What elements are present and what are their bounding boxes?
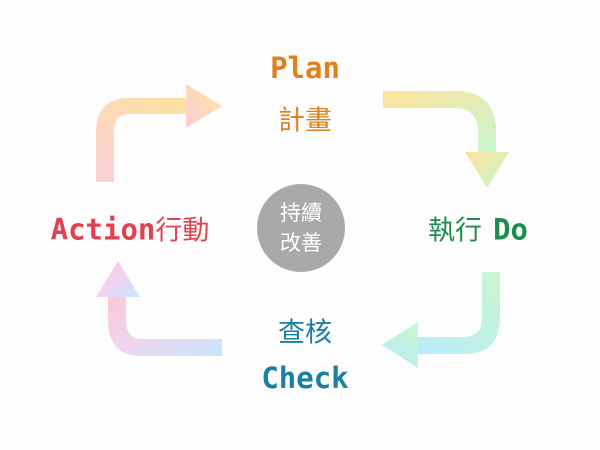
arrow-action-to-plan bbox=[96, 84, 222, 182]
center-circle: 持續 改善 bbox=[257, 184, 345, 272]
center-label-line2: 改善 bbox=[280, 231, 322, 255]
do-label: 執行 Do bbox=[428, 209, 528, 248]
arrow-check-to-action bbox=[96, 261, 222, 356]
plan-label-en: Plan bbox=[270, 51, 340, 85]
arrow-plan-to-do bbox=[383, 91, 509, 188]
do-label-zh: 執行 bbox=[427, 215, 482, 247]
action-label-en: Action bbox=[50, 212, 156, 247]
do-label-en: Do bbox=[493, 212, 529, 247]
arrow-do-to-check bbox=[382, 272, 500, 368]
check-label-en: Check bbox=[261, 361, 349, 395]
check-label-zh: 查核 bbox=[278, 317, 332, 349]
action-label: Action行動 bbox=[51, 209, 210, 248]
plan-label-zh: 計畫 bbox=[278, 105, 332, 137]
center-label-line1: 持續 bbox=[280, 201, 322, 225]
action-label-zh: 行動 bbox=[155, 215, 210, 247]
